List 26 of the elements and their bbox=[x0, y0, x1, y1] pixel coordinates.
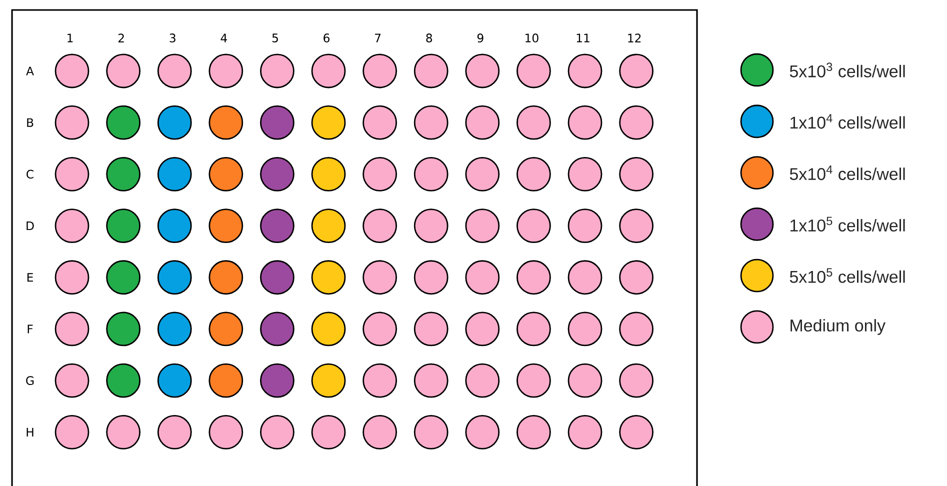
legend-label: 5x10$^{3}$ cells/well bbox=[790, 62, 905, 78]
legend-label: 5x10$^{5}$ cells/well bbox=[790, 268, 905, 283]
column-number: 5 bbox=[272, 34, 278, 42]
legend-label: 1x10$^{4}$ cells/well bbox=[790, 114, 905, 129]
column-number: 4 bbox=[220, 34, 227, 42]
column-number: 10 bbox=[526, 34, 538, 42]
row-letter: H bbox=[26, 428, 34, 436]
column-number: 1 bbox=[68, 34, 73, 42]
column-number: 2 bbox=[118, 34, 124, 42]
column-number: 6 bbox=[324, 34, 330, 42]
legend-label: Medium only bbox=[790, 319, 886, 335]
row-letter: G bbox=[26, 376, 34, 386]
row-letter: F bbox=[28, 324, 33, 334]
row-letter: A bbox=[26, 66, 34, 76]
row-letter: C bbox=[26, 170, 34, 179]
row-letter: B bbox=[27, 118, 34, 127]
row-letter: D bbox=[26, 222, 34, 230]
row-letter: E bbox=[27, 273, 33, 282]
column-number: 7 bbox=[375, 34, 381, 42]
column-number: 9 bbox=[477, 34, 484, 42]
column-number: 3 bbox=[170, 34, 176, 42]
column-number: 11 bbox=[576, 34, 590, 42]
column-number: 8 bbox=[426, 34, 432, 42]
legend-label: 5x10$^{4}$ cells/well bbox=[790, 165, 905, 180]
column-number: 12 bbox=[628, 34, 641, 42]
legend-label: 1x10$^{5}$ cells/well bbox=[790, 216, 905, 232]
